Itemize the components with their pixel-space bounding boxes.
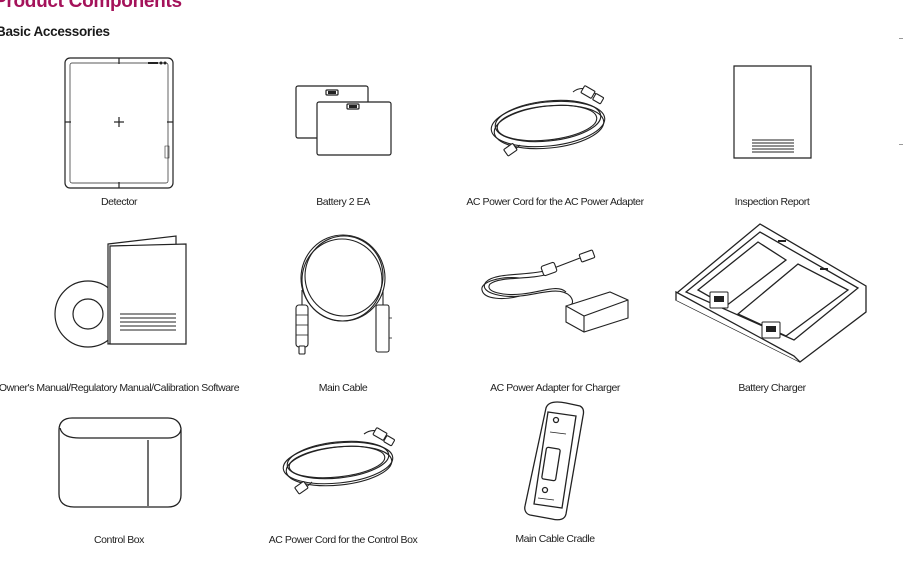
caption-ac-cord-control-box: AC Power Cord for the Control Box — [268, 534, 418, 546]
margin-mark — [899, 38, 903, 39]
caption-ac-adapter: AC Power Adapter for Charger — [490, 382, 620, 394]
caption-ac-cord-adapter: AC Power Cord for the AC Power Adapter — [466, 196, 644, 208]
caption-main-cable: Main Cable — [318, 382, 368, 394]
section-title: Basic Accessories — [0, 24, 110, 39]
caption-main-cable-cradle: Main Cable Cradle — [515, 533, 595, 545]
caption-battery-charger: Battery Charger — [738, 382, 806, 394]
caption-manuals: Owner's Manual/Regulatory Manual/Calibra… — [0, 382, 240, 394]
caption-control-box: Control Box — [94, 534, 144, 546]
page-title: Product Components — [0, 0, 182, 12]
margin-mark — [899, 144, 903, 145]
caption-battery: Battery 2 EA — [316, 196, 370, 208]
caption-detector: Detector — [100, 196, 138, 208]
caption-inspection-report: Inspection Report — [734, 196, 810, 208]
